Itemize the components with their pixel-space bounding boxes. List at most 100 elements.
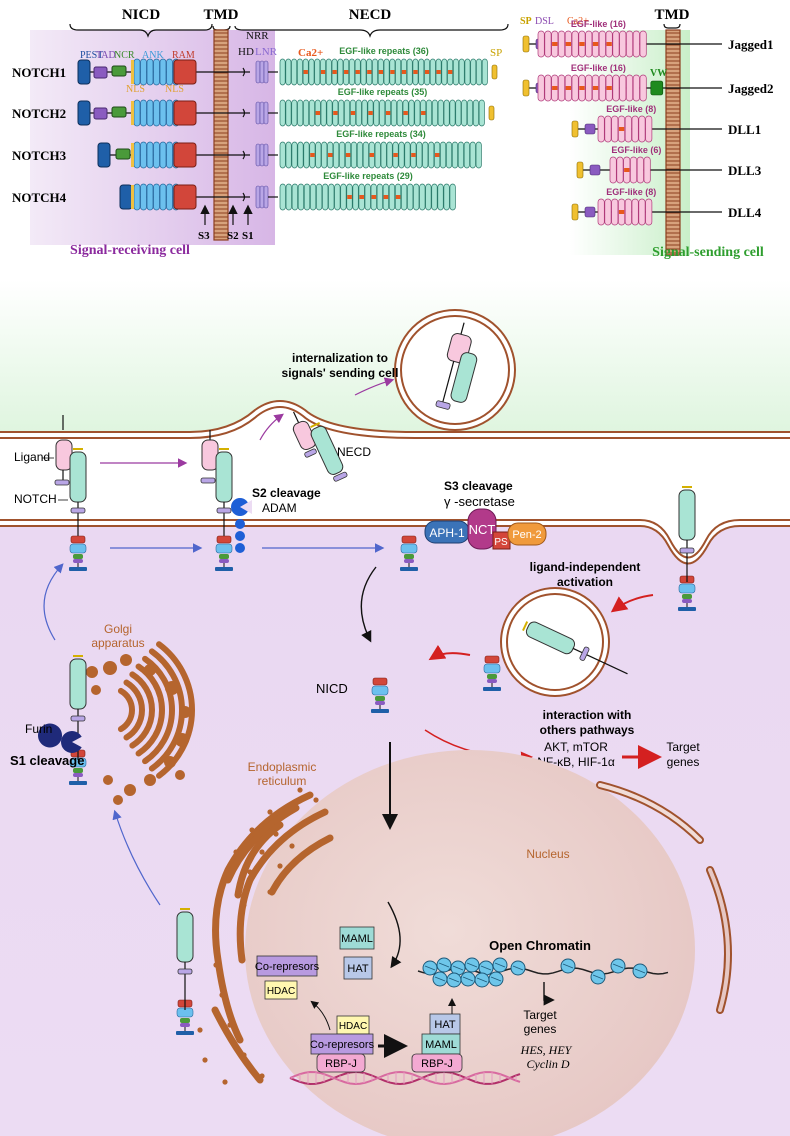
endocytic-vesicle bbox=[500, 587, 628, 697]
cleavage-site-arrows: S3 S2 S1 bbox=[198, 204, 254, 242]
necd-label: NECD bbox=[337, 445, 371, 459]
hd-label: HD bbox=[238, 46, 254, 58]
ligand-egf-label: EGF-like (6) bbox=[611, 145, 661, 155]
target-genes-nuc-label-1: Target bbox=[523, 1008, 557, 1022]
ps-label: PS bbox=[494, 537, 508, 548]
notch-precursor-er bbox=[176, 908, 194, 1010]
s2-cleavage-label: S2 cleavage bbox=[252, 486, 321, 500]
nicd-membrane-2 bbox=[215, 535, 233, 571]
receiving-membrane-inner bbox=[0, 525, 790, 565]
corepressor-complex-lower: HDAC Co-represors RBP-J bbox=[310, 1015, 375, 1073]
nls-label-2: NLS bbox=[165, 84, 184, 95]
activator-complex: HAT MAML RBP-J bbox=[411, 1013, 463, 1073]
lnr-label: LNR bbox=[255, 46, 278, 58]
internalization-label-2: signals' sending cell bbox=[282, 366, 399, 380]
ligand-egf-label: EGF-like (16) bbox=[571, 63, 626, 73]
sending-tmd-membrane bbox=[665, 29, 681, 256]
rbpj-label-2: RBP-J bbox=[421, 1058, 453, 1070]
ligand-name: DLL3 bbox=[728, 163, 762, 178]
ligand-notch-pair-2 bbox=[200, 430, 252, 553]
coactivators: MAML HAT bbox=[339, 926, 375, 980]
furin-enzyme bbox=[38, 723, 72, 748]
ligand-sp-label: SP bbox=[520, 16, 532, 27]
nucleus bbox=[245, 750, 695, 1136]
adam-label: ADAM bbox=[262, 501, 297, 515]
released-necd bbox=[292, 411, 348, 482]
ligand-dsl-label: DSL bbox=[535, 16, 554, 27]
ligand-independent-label-1: ligand-independent bbox=[530, 560, 641, 574]
ligand-vw-label: VW bbox=[650, 68, 667, 79]
receptor-name: NOTCH3 bbox=[12, 148, 67, 163]
genes-list-1: HES, HEY bbox=[520, 1043, 573, 1057]
domain-headers: NICD TMD NECD TMD bbox=[69, 7, 690, 38]
ligand-name: Jagged2 bbox=[728, 81, 774, 96]
nct-label: NCT bbox=[469, 522, 496, 537]
open-chromatin-label: Open Chromatin bbox=[489, 938, 591, 953]
necd-header: NECD bbox=[349, 7, 392, 23]
egf-repeat-label: EGF-like repeats (29) bbox=[323, 171, 413, 181]
er-label-1: Endoplasmic bbox=[248, 760, 317, 774]
corepressors-label-lower: Co-represors bbox=[310, 1039, 375, 1051]
ligand-egf-label: EGF-like (16) bbox=[571, 19, 626, 29]
endoplasmic-reticulum bbox=[197, 787, 334, 1085]
dna-strand bbox=[289, 1070, 521, 1086]
nls-label-1: NLS bbox=[126, 84, 145, 95]
chromatin-nucleosomes bbox=[417, 957, 669, 988]
ligand-name: DLL1 bbox=[728, 122, 761, 137]
nicd-header: NICD bbox=[122, 7, 161, 23]
sending-cell-region bbox=[0, 280, 790, 432]
genes-list-2: Cyclin D bbox=[527, 1057, 570, 1071]
nrr-label: NRR bbox=[246, 30, 269, 42]
ligand-row-jagged2: EGF-like (16) Jagged2 bbox=[522, 63, 774, 102]
receiving-membrane-outer bbox=[0, 519, 790, 559]
golgi-apparatus bbox=[86, 641, 195, 805]
ligand-domain-labels: SP DSL Ca2+ VW bbox=[520, 16, 667, 79]
tmd-header: TMD bbox=[204, 7, 239, 23]
sp-label: SP bbox=[490, 47, 502, 59]
internalization-arrow bbox=[354, 377, 395, 396]
notch-precursor-golgi bbox=[69, 655, 87, 760]
s1-label: S1 bbox=[242, 230, 254, 242]
ligand-egf-label: EGF-like (8) bbox=[606, 187, 656, 197]
pen2-label: Pen-2 bbox=[512, 529, 541, 541]
ligand-ca-label: Ca2+ bbox=[567, 16, 589, 27]
s1-cleavage-label: S1 cleavage bbox=[10, 753, 84, 768]
nicd-membrane-3 bbox=[400, 535, 418, 571]
gamma-secretase-label: γ -secretase bbox=[444, 494, 515, 509]
receiving-tmd-membrane bbox=[213, 29, 229, 241]
ncr-label: NCR bbox=[114, 50, 135, 61]
interaction-label-2: others pathways bbox=[540, 723, 635, 737]
hat-label: HAT bbox=[347, 963, 368, 975]
ram-label: RAM bbox=[172, 50, 195, 61]
ligand-row-dll3: EGF-like (6) DLL3 bbox=[576, 145, 762, 184]
receptor-name: NOTCH2 bbox=[12, 106, 66, 121]
golgi-label-1: Golgi bbox=[104, 622, 132, 636]
pest-label: PEST bbox=[80, 50, 103, 61]
golgi-label-2: apparatus bbox=[91, 636, 144, 650]
s3-cleavage-label: S3 cleavage bbox=[444, 479, 513, 493]
ca-label: Ca2+ bbox=[298, 47, 323, 59]
notch-label: NOTCH bbox=[14, 492, 57, 506]
receiving-cell-label: Signal-receiving cell bbox=[70, 243, 190, 258]
maml-label-complex: MAML bbox=[425, 1039, 457, 1051]
nicd-label: NICD bbox=[316, 681, 348, 696]
s3-label: S3 bbox=[198, 230, 210, 242]
ligand-row-jagged1: EGF-like (16)Jagged1 bbox=[522, 19, 774, 58]
tmd-header-right: TMD bbox=[655, 7, 690, 23]
receptor-name: NOTCH1 bbox=[12, 65, 66, 80]
hdac-label-upper: HDAC bbox=[267, 986, 295, 997]
nicd-vesicle bbox=[483, 655, 501, 691]
sending-membrane-outer bbox=[0, 400, 790, 433]
interaction-label-1: interaction with bbox=[543, 708, 632, 722]
ligand-label: Ligand bbox=[14, 450, 50, 464]
target-genes-label-2: genes bbox=[667, 755, 700, 769]
ligand-notch-pair-1 bbox=[54, 415, 87, 540]
